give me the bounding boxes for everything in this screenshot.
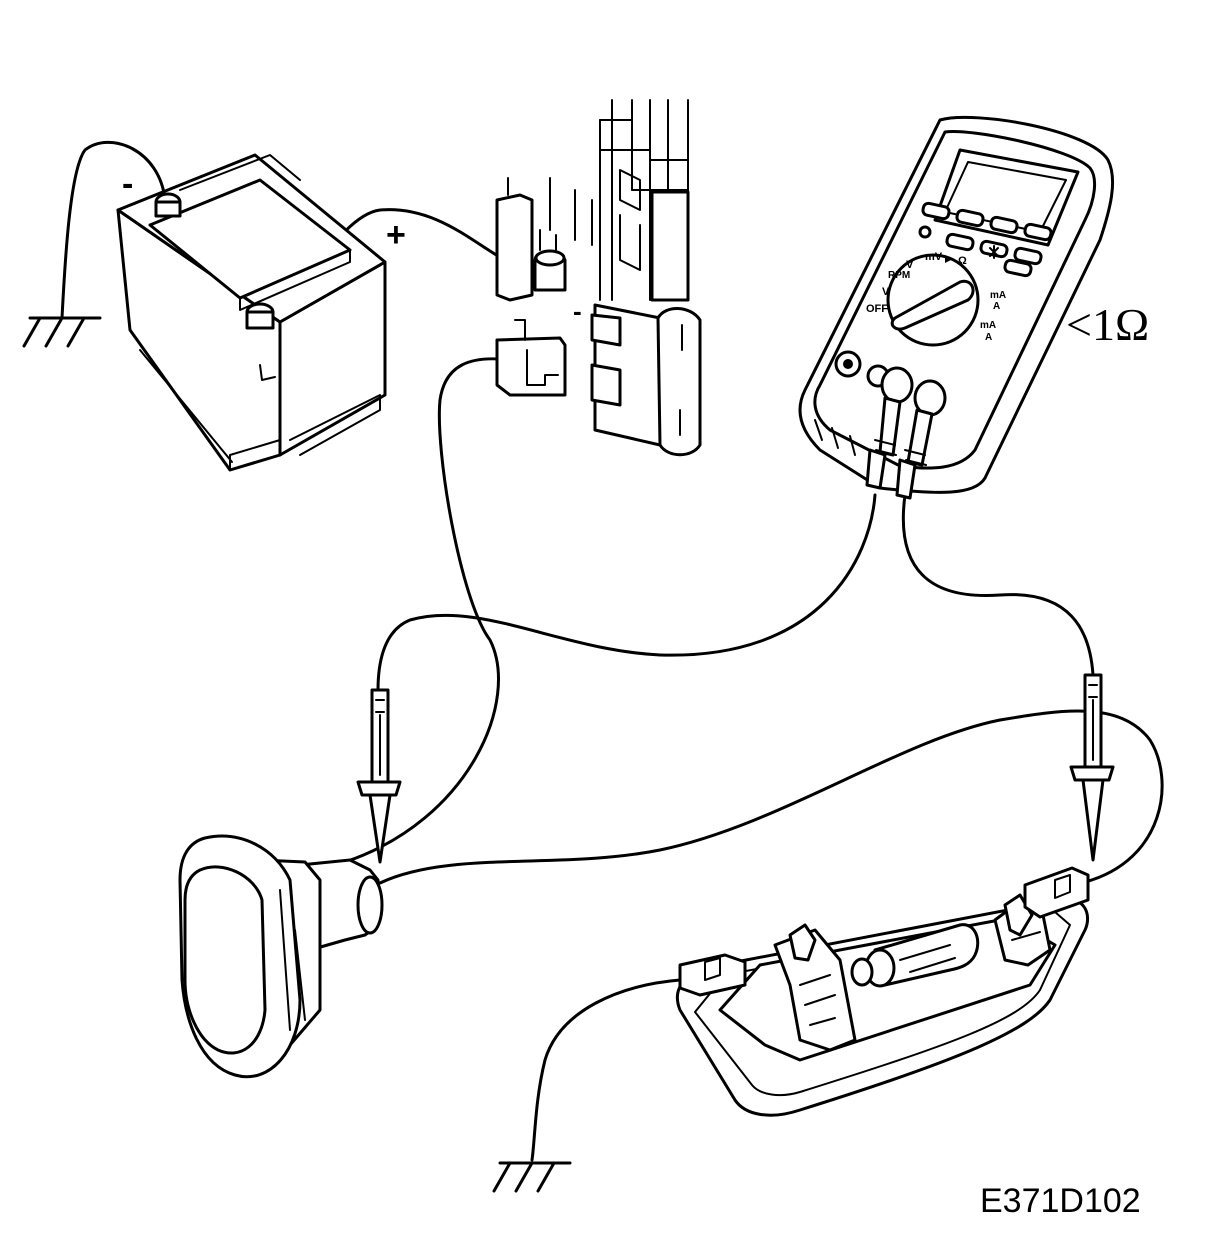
battery-ground-wire [60, 140, 167, 320]
fuse-to-switch-wire [343, 357, 512, 864]
lamp-ground-wire [530, 978, 682, 1162]
test-probe-right [1069, 673, 1115, 862]
switch-to-lamp-wire [378, 709, 1164, 885]
meter-right-lead [901, 493, 1095, 677]
battery-negative-label: - [122, 165, 133, 203]
dial-label-volt-dc: V [882, 286, 890, 298]
ground-symbol-top [22, 316, 102, 348]
fuse-box: - [495, 99, 702, 457]
meter-left-lead [376, 493, 877, 692]
figure-code: E371D102 [980, 1182, 1141, 1220]
sound-icon [989, 245, 999, 259]
ground-symbol-bottom [492, 1161, 572, 1193]
battery: - + [116, 153, 406, 472]
dial-label-a-ac: A [985, 332, 992, 343]
dial-label-off: OFF [866, 303, 888, 315]
dial-label-mv: mV [925, 251, 943, 263]
dial-label-ma-ac: mA [980, 320, 996, 331]
battery-positive-label: + [386, 216, 406, 254]
multimeter-reading: <1Ω [1066, 299, 1149, 350]
dial-label-ma: mA [990, 290, 1006, 301]
fuse-terminal-label: - [573, 296, 582, 326]
dial-label-volt-ac: V [906, 259, 914, 271]
multimeter: V RPM mV Ω V OFF mA A mA A <1Ω [798, 115, 1149, 500]
dial-label-a: A [993, 301, 1000, 312]
switch [178, 834, 384, 1079]
dial-label-rpm: RPM [888, 270, 910, 281]
diode-icon [945, 255, 953, 263]
lamp-assembly [675, 866, 1090, 1117]
test-probe-left [356, 688, 402, 864]
dial-label-ohm: Ω [958, 255, 967, 267]
